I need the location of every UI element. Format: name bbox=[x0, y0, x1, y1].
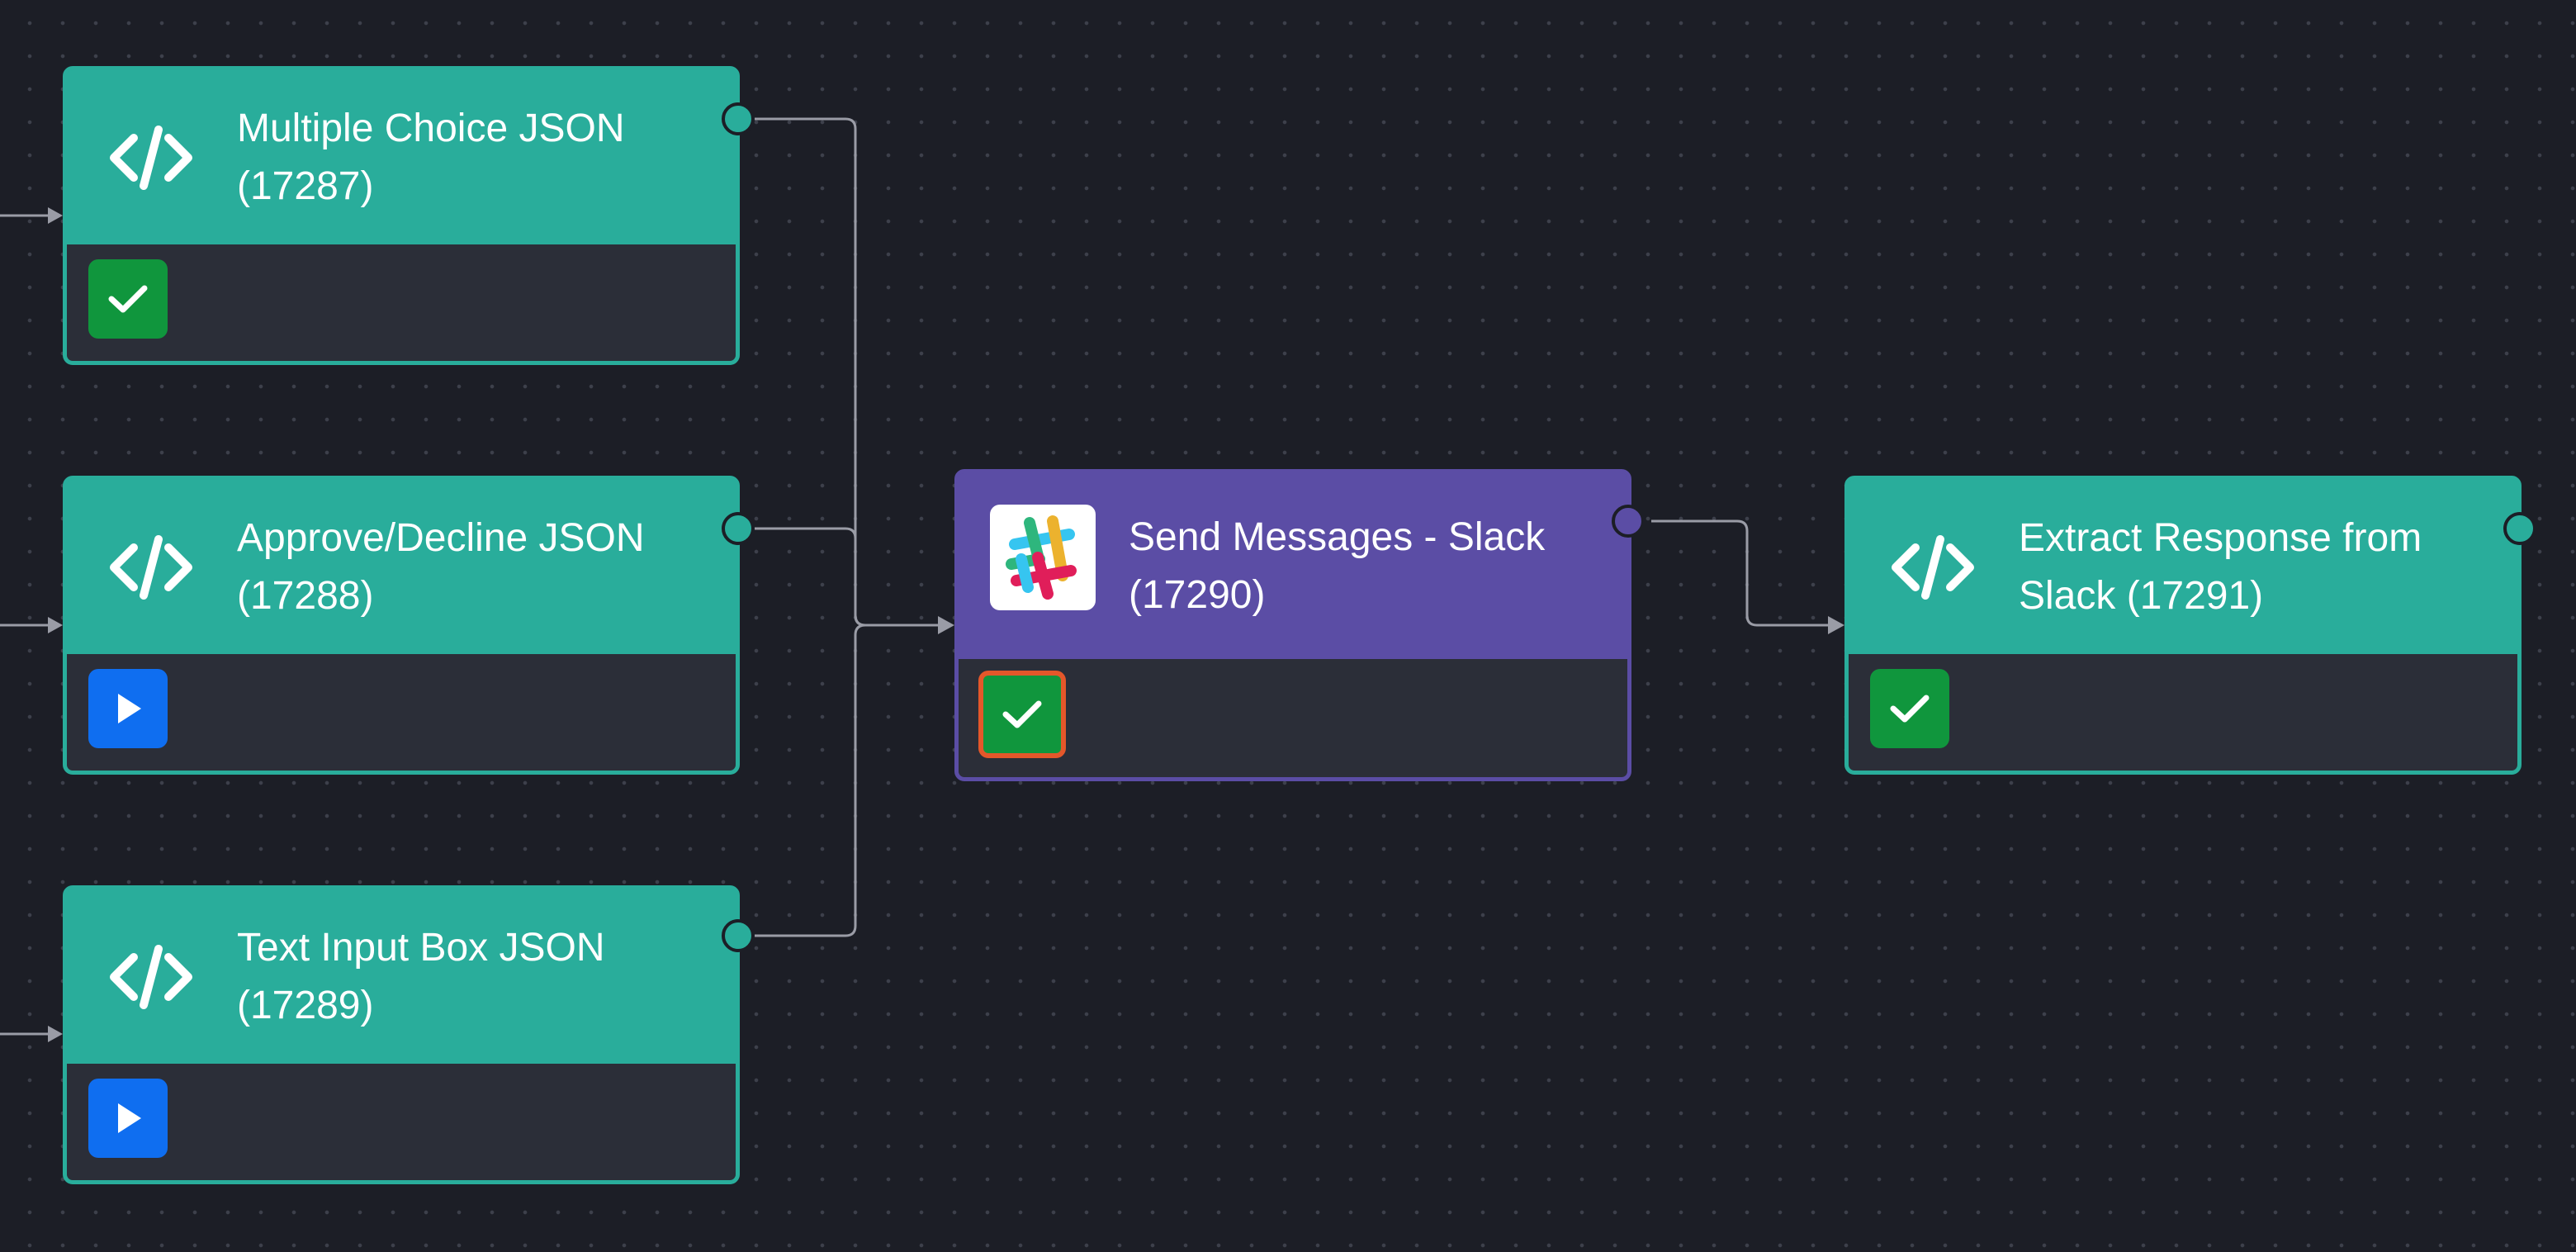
check-icon bbox=[108, 285, 148, 313]
node-header: Send Messages - Slack (17290) bbox=[959, 473, 1627, 659]
run-button[interactable] bbox=[88, 1079, 168, 1158]
play-icon bbox=[118, 694, 141, 723]
node-approve-decline-json[interactable]: Approve/Decline JSON (17288) bbox=[63, 476, 740, 775]
slack-logo-icon bbox=[990, 505, 1096, 610]
arrowhead bbox=[938, 616, 954, 634]
node-body bbox=[67, 244, 736, 361]
check-icon bbox=[1890, 695, 1930, 723]
edge-17288-to-17290[interactable] bbox=[755, 527, 938, 627]
arrowhead bbox=[48, 1026, 63, 1042]
status-success-button[interactable] bbox=[978, 671, 1066, 758]
arrowhead bbox=[48, 207, 63, 224]
output-port[interactable] bbox=[2503, 512, 2536, 545]
edge-17287-to-17290[interactable] bbox=[755, 117, 938, 627]
node-body bbox=[959, 659, 1627, 777]
edge-17290-to-17291[interactable] bbox=[1651, 519, 1828, 627]
node-body bbox=[67, 1064, 736, 1180]
arrowhead bbox=[1828, 616, 1844, 634]
arrowhead bbox=[48, 617, 63, 633]
code-icon bbox=[105, 111, 197, 204]
check-icon bbox=[1002, 700, 1042, 728]
node-multiple-choice-json[interactable]: Multiple Choice JSON (17287) bbox=[63, 66, 740, 365]
output-port[interactable] bbox=[1612, 505, 1645, 538]
node-title: Send Messages - Slack (17290) bbox=[1129, 515, 1546, 617]
output-port[interactable] bbox=[722, 512, 755, 545]
edge-17289-to-17290[interactable] bbox=[755, 624, 938, 937]
run-button[interactable] bbox=[88, 669, 168, 748]
node-body bbox=[1849, 654, 2517, 771]
node-title: Text Input Box JSON (17289) bbox=[237, 925, 605, 1027]
output-port[interactable] bbox=[722, 102, 755, 135]
node-extract-response-from-slack[interactable]: Extract Response from Slack (17291) bbox=[1844, 476, 2522, 775]
status-success-button[interactable] bbox=[1870, 669, 1949, 748]
node-header: Extract Response from Slack (17291) bbox=[1849, 480, 2517, 654]
play-icon bbox=[118, 1103, 141, 1133]
node-header: Approve/Decline JSON (17288) bbox=[67, 480, 736, 654]
node-title: Approve/Decline JSON (17288) bbox=[237, 515, 645, 618]
node-title: Extract Response from Slack (17291) bbox=[2019, 515, 2422, 618]
node-body bbox=[67, 654, 736, 771]
node-send-messages-slack[interactable]: Send Messages - Slack (17290) bbox=[954, 469, 1631, 781]
status-success-button[interactable] bbox=[88, 259, 168, 339]
code-icon bbox=[105, 521, 197, 614]
node-text-input-box-json[interactable]: Text Input Box JSON (17289) bbox=[63, 885, 740, 1184]
node-header: Multiple Choice JSON (17287) bbox=[67, 70, 736, 244]
node-title: Multiple Choice JSON (17287) bbox=[237, 106, 625, 208]
code-icon bbox=[1887, 521, 1979, 614]
node-header: Text Input Box JSON (17289) bbox=[67, 889, 736, 1064]
output-port[interactable] bbox=[722, 919, 755, 952]
code-icon bbox=[105, 931, 197, 1023]
